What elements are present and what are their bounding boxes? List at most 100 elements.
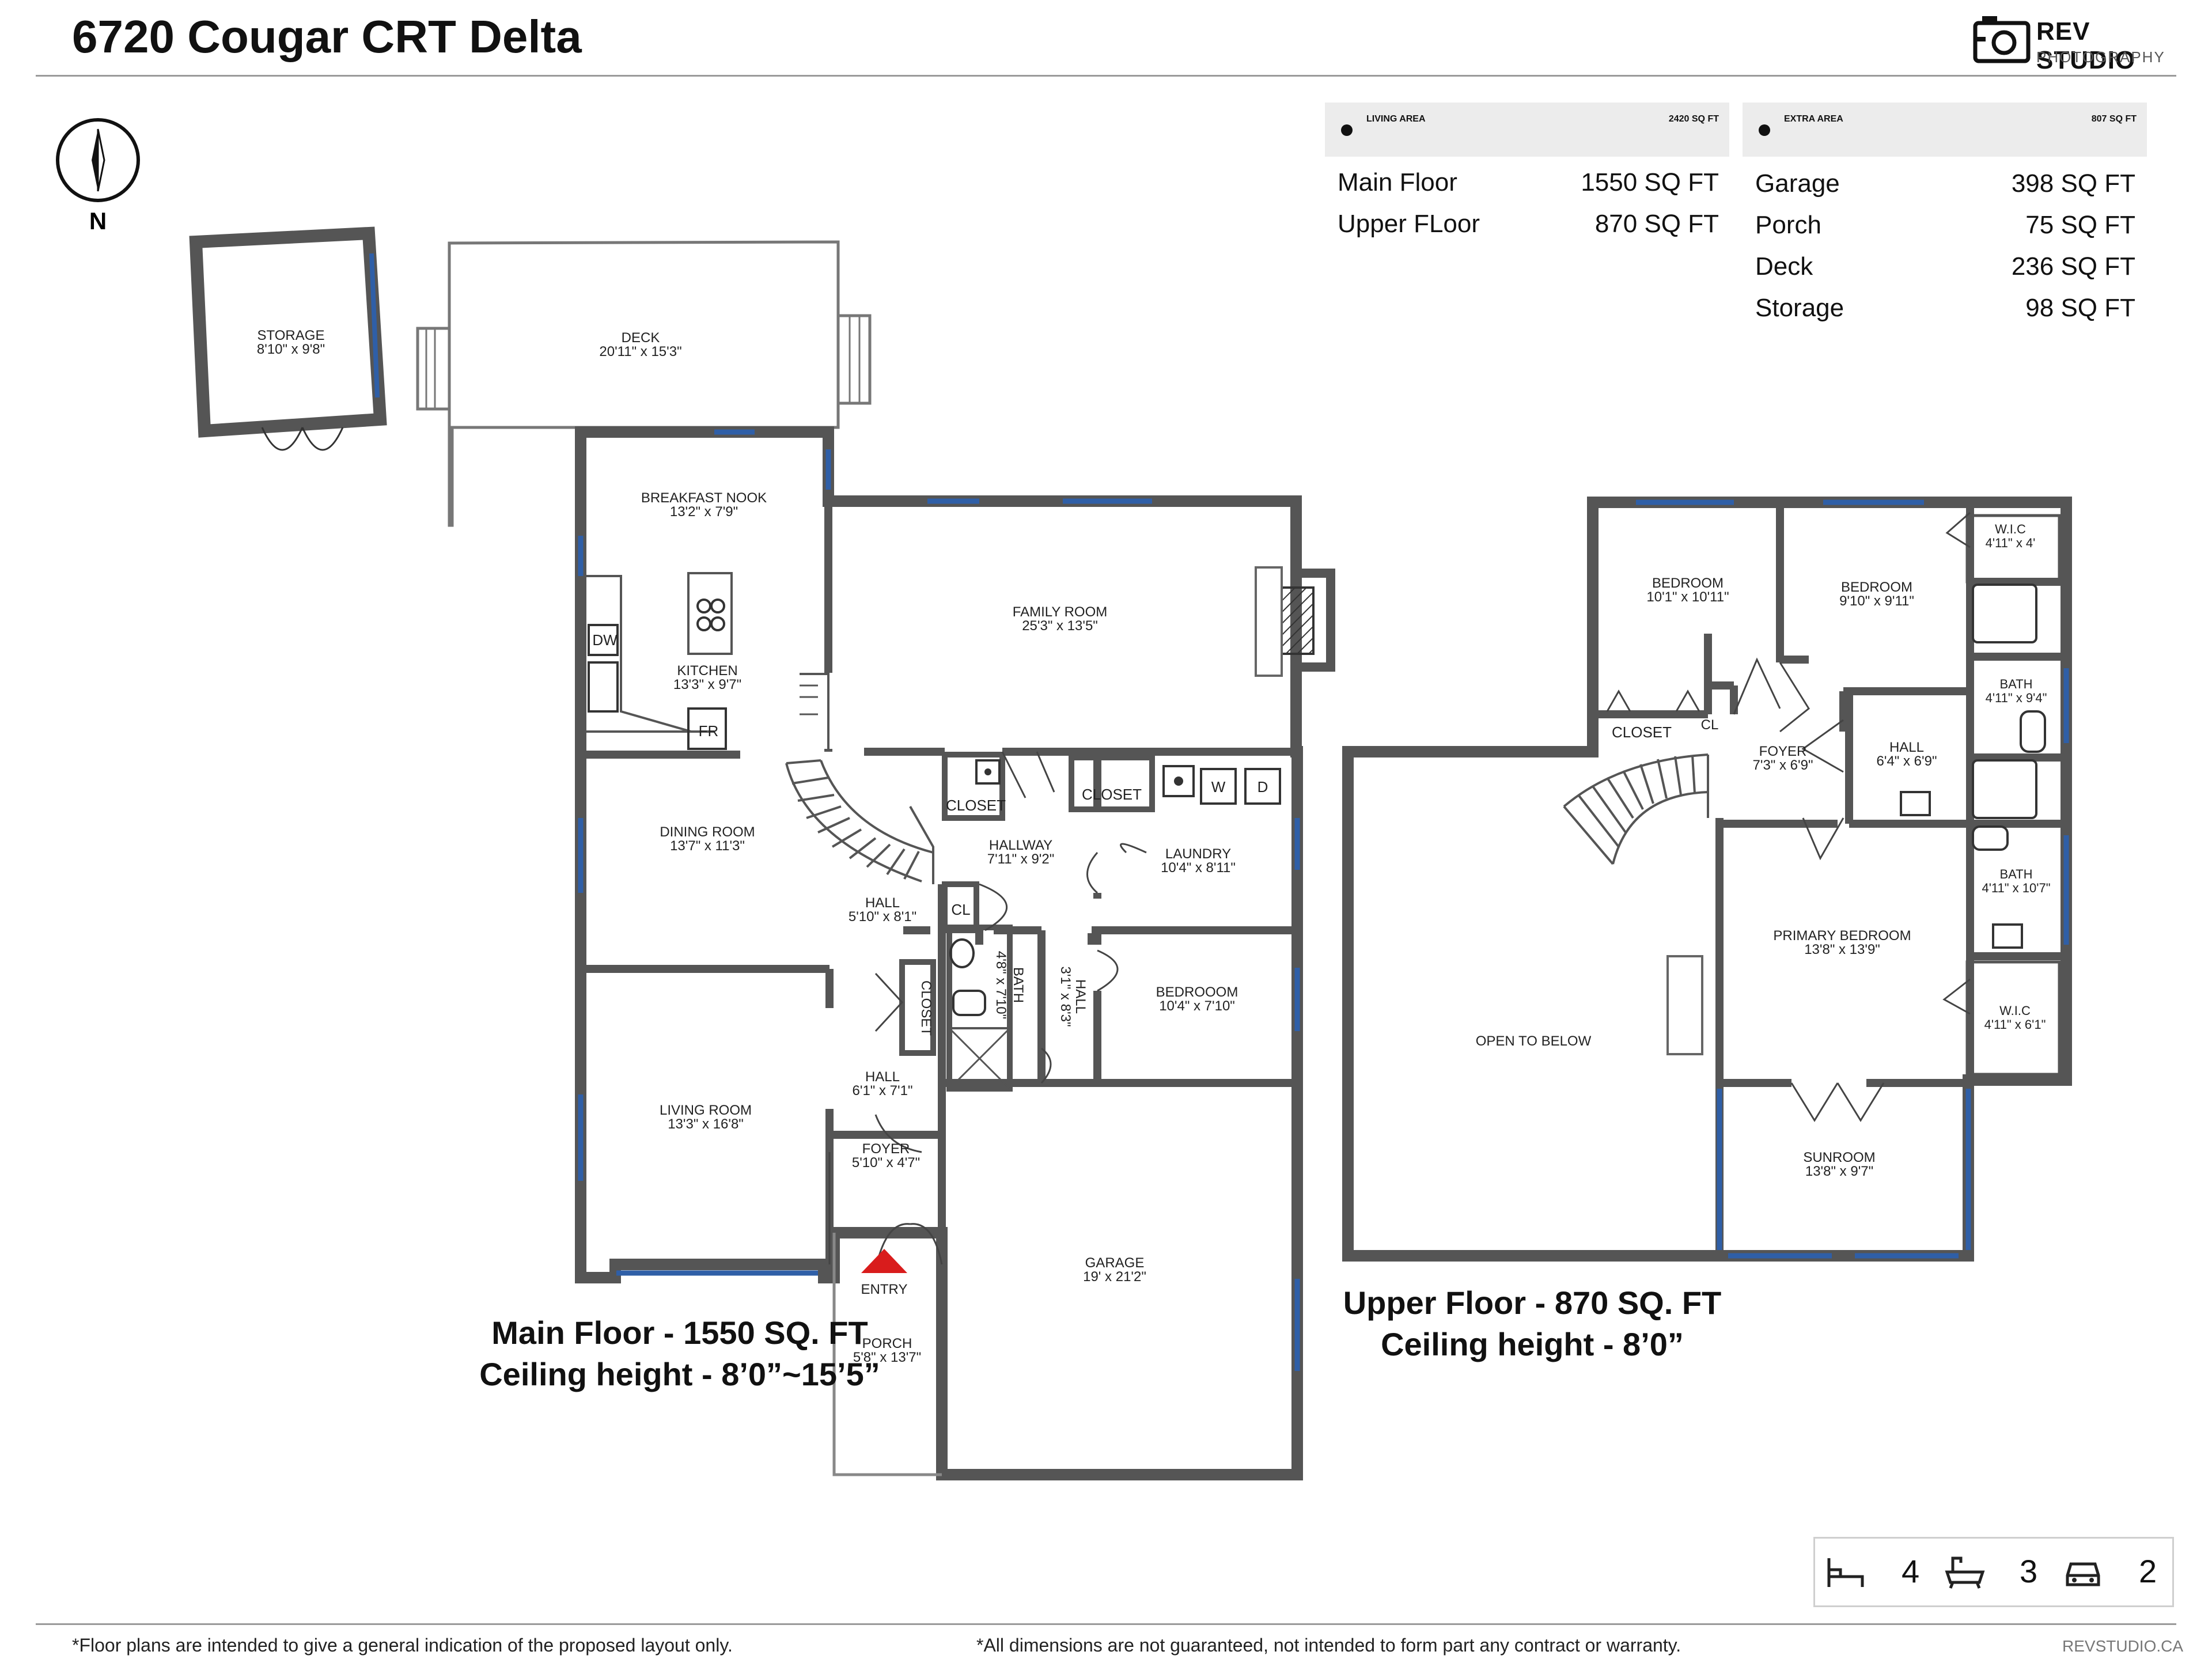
row-name: Porch (1755, 211, 1821, 239)
room-name: STORAGE (257, 328, 325, 343)
room-name: DECK (622, 330, 660, 346)
footer-divider (36, 1623, 2176, 1625)
bullet-icon (1759, 124, 1770, 136)
room-name: PRIMARY BEDROOM (1773, 928, 1911, 944)
room-name: BATH (1999, 867, 2032, 881)
closet-label: CLOSET (946, 797, 1006, 814)
extra-area-header: EXTRA AREA 807 SQ FT (1743, 103, 2147, 157)
cl-label: CL (951, 901, 970, 918)
upper-house-walls (1342, 497, 2072, 1262)
closet-label: CLOSET (918, 980, 934, 1036)
living-area-total: 2420 SQ FT (1668, 114, 1719, 124)
extra-area-row: Deck 236 SQ FT (1755, 252, 2135, 287)
room-name: PORCH (862, 1336, 912, 1351)
row-name: Upper FLoor (1338, 210, 1480, 238)
extra-area-label: EXTRA AREA (1784, 114, 1843, 124)
room-size: 13'7" x 11'3" (670, 838, 745, 854)
row-value: 75 SQ FT (2025, 211, 2135, 239)
living-area-header: LIVING AREA 2420 SQ FT (1325, 103, 1729, 157)
row-name: Main Floor (1338, 168, 1457, 196)
living-area-row: Main Floor 1550 SQ FT (1338, 168, 1719, 203)
washer-label: W (1211, 778, 1226, 796)
room-size: 5'8" x 13'7" (853, 1350, 921, 1365)
room-size: 10'1" x 10'11" (1646, 589, 1729, 605)
cl-label: CL (1701, 717, 1719, 733)
logo-subtitle: PHOTOGRAPHY (2036, 48, 2165, 66)
room-size: 10'4" x 8'11" (1161, 860, 1236, 876)
logo-name: REV STUDIO (2036, 17, 2136, 74)
room-size: 5'10" x 8'1" (849, 909, 916, 925)
door (261, 427, 344, 451)
footer-disclaimer-left: *Floor plans are intended to give a gene… (72, 1635, 733, 1656)
upper-floor-ceiling: Ceiling height - 8’0” (1381, 1326, 1684, 1362)
row-name: Deck (1755, 252, 1813, 281)
room-size: 4'11" x 6'1" (1984, 1017, 2046, 1032)
room-size: 19' x 21'2" (1083, 1269, 1146, 1285)
room-size: 4'11" x 10'7" (1982, 881, 2050, 895)
fridge-label: FR (699, 722, 719, 740)
room-size: 7'3" x 6'9" (1753, 757, 1813, 773)
bed-icon (1827, 1558, 1864, 1587)
room-size: 25'3" x 13'5" (1022, 618, 1098, 634)
dishwasher-label: DW (592, 631, 618, 649)
row-value: 398 SQ FT (2011, 169, 2135, 198)
car-icon (2066, 1562, 2100, 1586)
room-name: HALLWAY (989, 838, 1052, 853)
deck-outline (448, 240, 840, 527)
room-size: 13'8" x 13'9" (1804, 942, 1880, 957)
entry-label: ENTRY (861, 1282, 908, 1297)
room-name: LAUNDRY (1165, 846, 1231, 862)
row-name: Storage (1755, 294, 1844, 322)
room-name: BATH (1999, 677, 2032, 691)
dryer-label: D (1257, 778, 1268, 796)
fireplace (1281, 586, 1315, 655)
page-title: 6720 Cougar CRT Delta (72, 11, 582, 62)
room-name: GARAGE (1085, 1255, 1145, 1271)
room-size: 6'1" x 7'1" (853, 1083, 913, 1099)
deck-stairs (416, 327, 449, 411)
main-house-walls (575, 426, 1303, 1480)
rev-studio-logo: REV STUDIO PHOTOGRAPHY (1973, 12, 2180, 74)
main-floor-area: Main Floor - 1550 SQ. FT (491, 1315, 868, 1351)
room-name: HALL (1073, 979, 1088, 1014)
room-size: 3'1" x 8'3" (1058, 967, 1073, 1027)
footer-website: REVSTUDIO.CA (2062, 1637, 2184, 1655)
room-name: SUNROOM (1803, 1150, 1875, 1165)
room-name: KITCHEN (677, 663, 737, 679)
room-size: 13'8" x 9'7" (1805, 1164, 1873, 1179)
closet-label: CLOSET (1082, 786, 1142, 803)
row-name: Garage (1755, 169, 1840, 198)
compass: N (56, 118, 140, 234)
main-staircase (785, 759, 934, 884)
room-size: 10'4" x 7'10" (1159, 998, 1235, 1014)
upper-staircase (1563, 753, 1709, 865)
room-size: 5'10" x 4'7" (852, 1155, 920, 1171)
room-size: 7'11" x 9'2" (987, 851, 1055, 867)
room-name: W.I.C (1999, 1003, 2031, 1018)
garage-count: 2 (2139, 1553, 2157, 1589)
camera-icon (1973, 16, 2031, 63)
compass-ring (56, 118, 140, 202)
bullet-icon (1341, 124, 1353, 136)
footer-disclaimer-center: *All dimensions are not guaranteed, not … (976, 1635, 1681, 1656)
room-name: FAMILY ROOM (1013, 604, 1107, 620)
upper-floor-area: Upper Floor - 870 SQ. FT (1343, 1285, 1722, 1321)
room-name: HALL (1889, 740, 1924, 755)
room-size: 9'10" x 9'11" (1839, 593, 1914, 609)
room-size: 13'3" x 16'8" (668, 1116, 744, 1132)
summary-badge: 4 3 2 (1813, 1537, 2174, 1607)
closet-label: CLOSET (1612, 724, 1672, 741)
extra-area-row: Garage 398 SQ FT (1755, 169, 2135, 204)
header-divider (36, 75, 2176, 77)
room-labels: STORAGE 8'10" x 9'8" DECK 20'11" x 15'3"… (257, 328, 2051, 1365)
entry-marker-icon (861, 1249, 907, 1273)
room-name: OPEN TO BELOW (1476, 1033, 1592, 1049)
upper-floor-caption: Upper Floor - 870 SQ. FT Ceiling height … (1244, 1282, 1820, 1365)
porch-outline (832, 1233, 942, 1476)
bedroom-count: 4 (1902, 1553, 1920, 1589)
room-name: FOYER (862, 1141, 910, 1157)
upper-floor-plan (1342, 497, 2072, 1262)
row-value: 236 SQ FT (2011, 252, 2135, 281)
main-floor-plan (189, 226, 1335, 1480)
